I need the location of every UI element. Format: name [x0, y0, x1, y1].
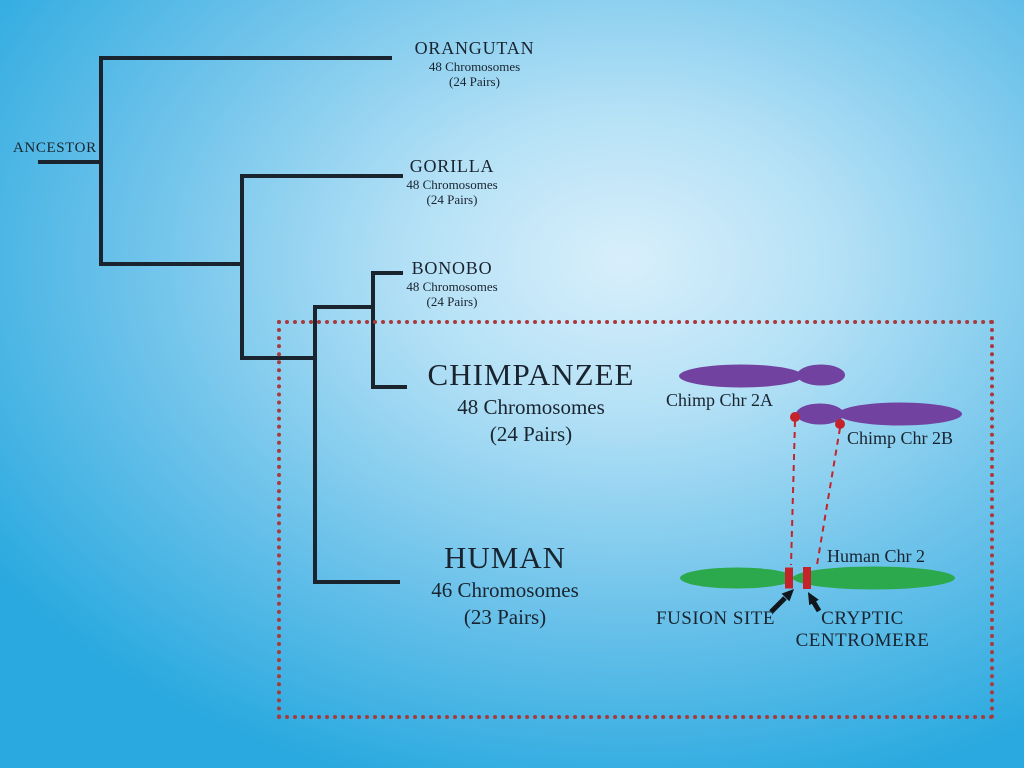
ancestor-label: ANCESTOR: [13, 140, 97, 156]
branch-vertical-3: [313, 305, 317, 584]
branch-ancestor-stub: [38, 160, 103, 164]
species-gorilla: GORILLA 48 Chromosomes (24 Pairs): [400, 156, 504, 208]
fusion-leader-line: [790, 420, 796, 566]
species-human: HUMAN 46 Chromosomes (23 Pairs): [400, 540, 610, 630]
chimp-chr-2a-shape: [679, 364, 845, 388]
branch-vertical-4: [371, 271, 375, 389]
human-chr-2-label: Human Chr 2: [827, 546, 925, 566]
cryptic-centromere-band: [803, 567, 811, 589]
species-name: GORILLA: [409, 156, 495, 176]
species-chromosome-count: 48 Chromosomes: [428, 58, 521, 74]
species-chromosome-count: 48 Chromosomes: [406, 176, 498, 192]
species-chimpanzee: CHIMPANZEE 48 Chromosomes (24 Pairs): [405, 357, 657, 447]
chimp-chr-2b-shape: [796, 402, 962, 426]
species-pair-count: (23 Pairs): [463, 605, 547, 630]
branch-orangutan: [99, 56, 392, 60]
branch-chimpanzee: [371, 385, 407, 389]
cryptic-centromere-label-line2: CENTROMERE: [795, 629, 930, 651]
human-chr-2-shape: [680, 566, 955, 590]
fusion-point-dot-2a: [790, 412, 800, 422]
chimp-chr-2a-label: Chimp Chr 2A: [666, 390, 774, 410]
branch-clade-1: [99, 262, 244, 266]
species-chromosome-count: 48 Chromosomes: [457, 395, 605, 420]
branch-gorilla: [240, 174, 403, 178]
species-chromosome-count: 46 Chromosomes: [431, 578, 579, 603]
fusion-site-arrow: [769, 589, 794, 614]
species-pair-count: (24 Pairs): [449, 74, 500, 90]
cryptic-centromere-label: CRYPTIC CENTROMERE: [785, 608, 940, 652]
centromere-point-dot-2b: [835, 419, 845, 429]
centromere-leader-line: [816, 427, 841, 566]
cryptic-centromere-arrow: [808, 592, 822, 613]
species-name: HUMAN: [443, 540, 567, 575]
species-bonobo: BONOBO 48 Chromosomes (24 Pairs): [400, 258, 504, 310]
species-chromosome-count: 48 Chromosomes: [406, 278, 498, 294]
fusion-site-band: [785, 567, 793, 589]
species-pair-count: (24 Pairs): [489, 422, 573, 447]
branch-human: [313, 580, 400, 584]
species-orangutan: ORANGUTAN 48 Chromosomes (24 Pairs): [402, 38, 547, 90]
branch-vertical-2: [240, 174, 244, 360]
chimp-chr-2b-label: Chimp Chr 2B: [847, 428, 954, 448]
branch-bonobo: [371, 271, 403, 275]
fusion-site-label: FUSION SITE: [656, 608, 775, 629]
species-name: CHIMPANZEE: [427, 357, 635, 392]
cryptic-centromere-label-line1: CRYPTIC: [821, 608, 904, 629]
species-name: BONOBO: [411, 258, 493, 278]
branch-vertical-1: [99, 56, 103, 266]
species-pair-count: (24 Pairs): [426, 294, 478, 310]
species-name: ORANGUTAN: [414, 38, 535, 58]
fusion-highlight-box: [277, 320, 994, 719]
species-pair-count: (24 Pairs): [426, 192, 478, 208]
branch-clade-3: [313, 305, 375, 309]
